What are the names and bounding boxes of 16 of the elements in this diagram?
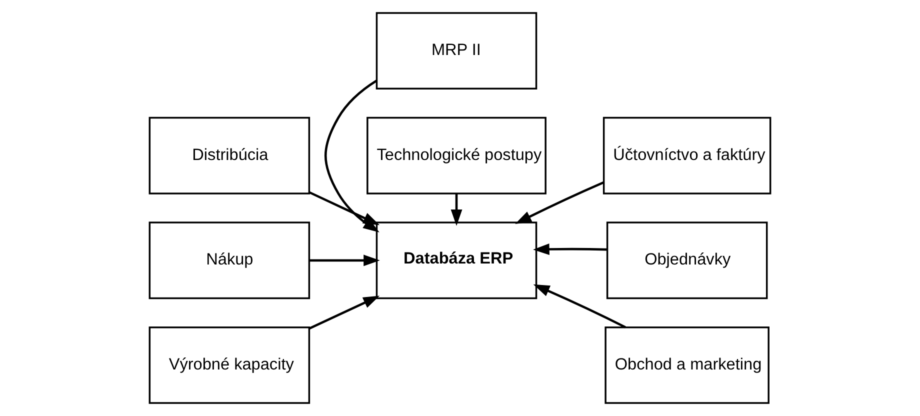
arrow [450, 194, 462, 226]
arrow [308, 296, 380, 330]
arrow [515, 181, 604, 224]
node-box: Obchod a marketing [604, 326, 770, 404]
arrow [308, 191, 380, 226]
node-box: Technologické postupy [366, 116, 546, 194]
node-box: Nákup [148, 222, 310, 300]
arrow [309, 254, 380, 266]
node-box: Výrobné kapacity [148, 326, 310, 404]
arrow [533, 244, 608, 255]
node-box: Distribúcia [148, 116, 310, 194]
node-box: MRP II [376, 12, 538, 90]
node-box: Objednávky [606, 222, 768, 300]
arrow [533, 284, 626, 328]
node-box: Účtovníctvo a faktúry [602, 116, 772, 194]
node-box: Databáza ERP [376, 222, 538, 300]
